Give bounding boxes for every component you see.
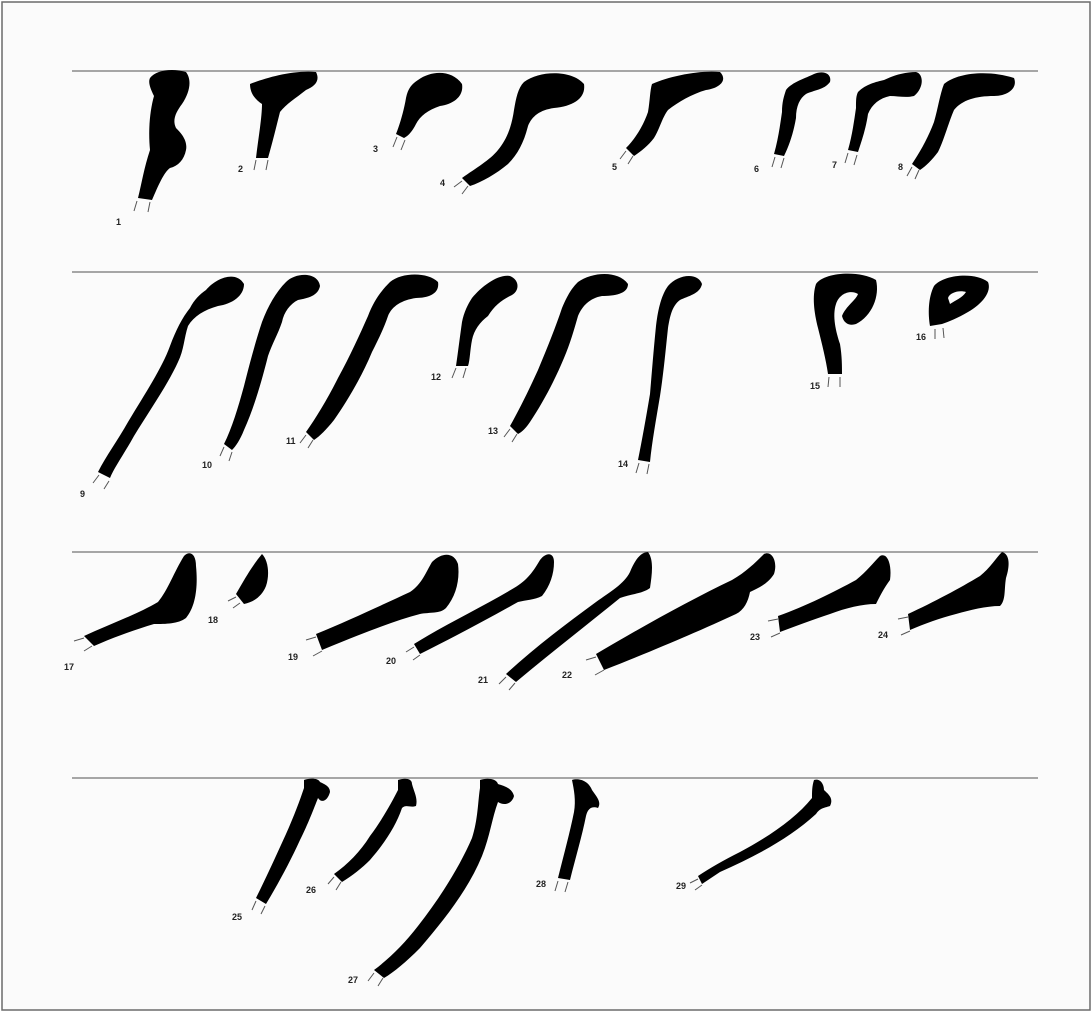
specimen-label: 21 xyxy=(478,675,488,685)
specimen-label: 12 xyxy=(431,372,441,382)
specimen-label: 25 xyxy=(232,912,242,922)
specimen-label: 14 xyxy=(618,459,628,469)
specimen-label: 8 xyxy=(898,162,903,172)
specimen-label: 5 xyxy=(612,162,617,172)
specimen-label: 4 xyxy=(440,178,445,188)
specimen-label: 2 xyxy=(238,164,243,174)
specimen-label: 15 xyxy=(810,381,820,391)
specimen-label: 28 xyxy=(536,879,546,889)
specimen-label: 6 xyxy=(754,164,759,174)
specimen-label: 24 xyxy=(878,630,888,640)
specimen-label: 9 xyxy=(80,489,85,499)
specimen-label: 17 xyxy=(64,662,74,672)
specimen-label: 26 xyxy=(306,885,316,895)
specimen-label: 19 xyxy=(288,652,298,662)
specimen-label: 22 xyxy=(562,670,572,680)
specimen-label: 27 xyxy=(348,975,358,985)
specimen-label: 10 xyxy=(202,460,212,470)
specimen-label: 13 xyxy=(488,426,498,436)
specimen-label: 16 xyxy=(916,332,926,342)
specimen-label: 20 xyxy=(386,656,396,666)
specimen-label: 18 xyxy=(208,615,218,625)
specimen-label: 29 xyxy=(676,881,686,891)
specimen-label: 23 xyxy=(750,632,760,642)
specimen-label: 3 xyxy=(373,144,378,154)
specimen-label: 11 xyxy=(286,436,296,446)
specimen-label: 7 xyxy=(832,160,837,170)
specimen-label: 1 xyxy=(116,217,121,227)
